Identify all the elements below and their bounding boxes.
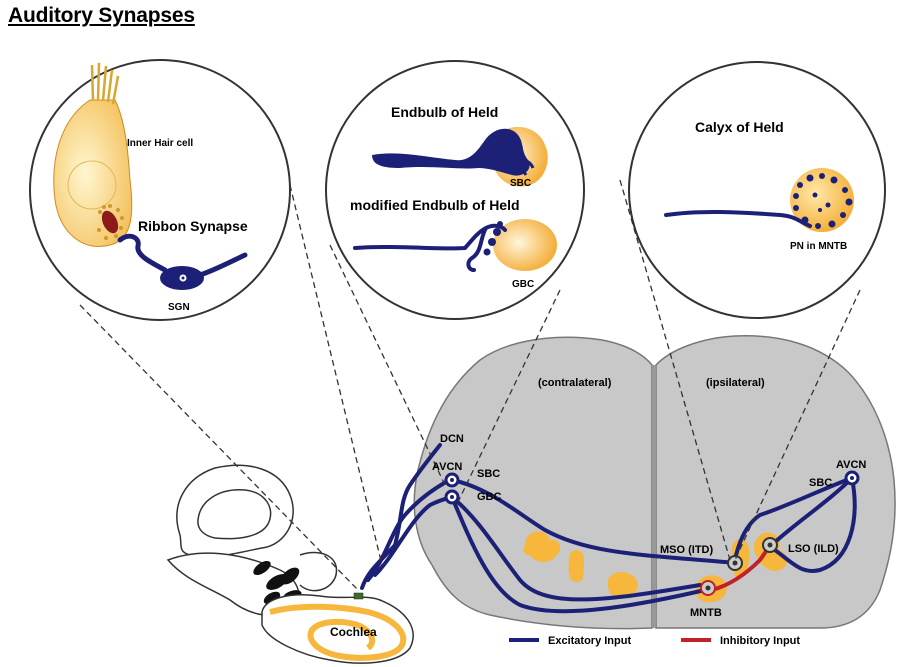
avcn-left-label: AVCN [432,461,462,473]
sbc-left-label: SBC [477,468,500,480]
calyx-title: Calyx of Held [695,119,784,135]
lso-label: LSO (ILD) [788,543,839,555]
inner-hair-cell-label: Inner Hair cell [127,138,193,149]
cochlea-label: Cochlea [330,625,377,639]
circle-middle [326,61,584,319]
gbc-cell-label: GBC [512,279,534,290]
nucleus-shape [569,550,585,582]
ipsilateral-label: (ipsilateral) [706,377,765,389]
pn-mntb-label: PN in MNTB [790,241,847,252]
brainstem-right-half [656,336,895,628]
dcn-label: DCN [440,433,464,445]
contralateral-label: (contralateral) [538,377,612,389]
inner-ear [168,465,337,615]
mntb-label: MNTB [690,607,722,619]
legend-inhibitory-label: Inhibitory Input [720,635,800,647]
mso-label: MSO (ITD) [660,544,713,556]
legend-excitatory-label: Excitatory Input [548,635,631,647]
modified-endbulb-title: modified Endbulb of Held [350,197,520,213]
gbc-left-label: GBC [477,491,502,503]
legend: Excitatory Input Inhibitory Input [509,635,800,647]
sbc-cell-label: SBC [510,178,531,189]
endbulb-title: Endbulb of Held [391,104,498,120]
sgn-label: SGN [168,302,190,313]
sbc-right-label: SBC [809,477,832,489]
ribbon-synapse-label: Ribbon Synapse [138,218,248,234]
avcn-right-label: AVCN [836,459,866,471]
